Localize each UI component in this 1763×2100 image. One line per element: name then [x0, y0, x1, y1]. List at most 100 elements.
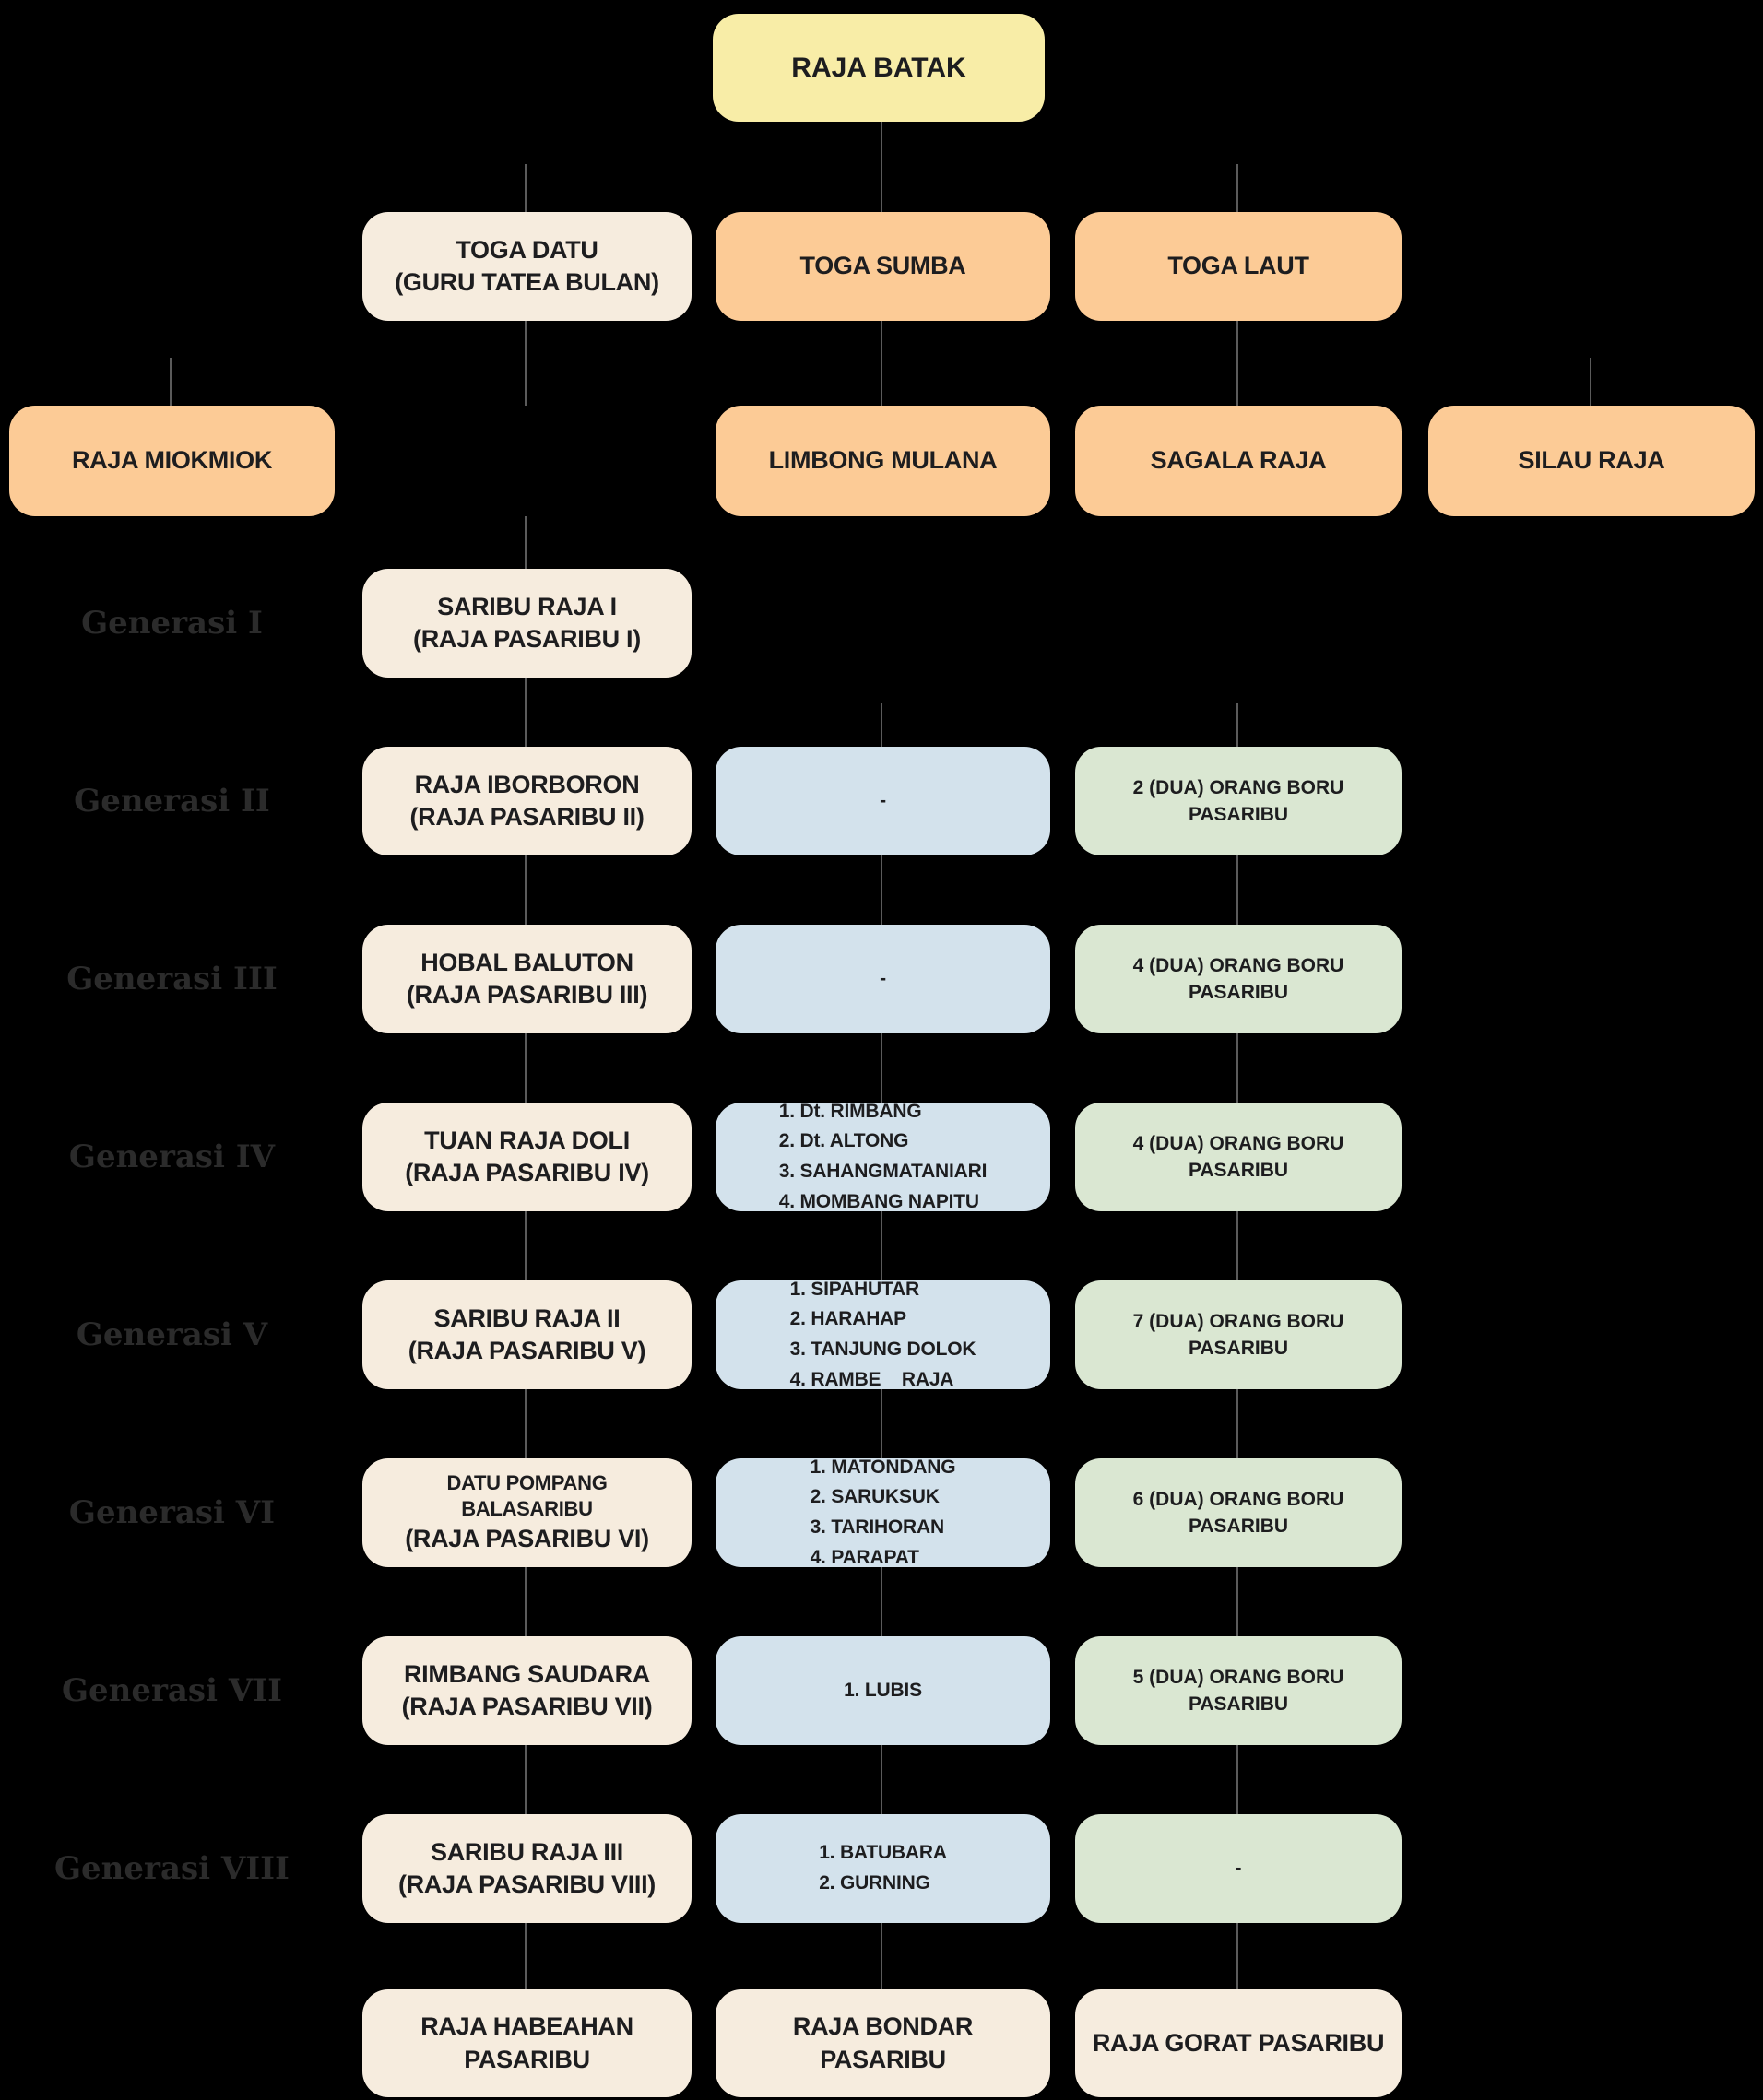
boru-label: 6 (DUA) ORANG BORU PASARIBU: [1132, 1488, 1344, 1537]
ancestor-node-label: DATU POMPANG BALASARIBU (RAJA PASARIBU VI…: [362, 1470, 692, 1555]
node-subtitle: (GURU TATEA BULAN): [395, 268, 659, 296]
connector-line: [525, 1033, 527, 1103]
ancestor-node-label: RIMBANG SAUDARA (RAJA PASARIBU VII): [385, 1658, 669, 1723]
boru-node: 6 (DUA) ORANG BORU PASARIBU: [1075, 1458, 1402, 1567]
connector-line: [1236, 1211, 1238, 1280]
ancestor-node-label: HOBAL BALUTON(RAJA PASARIBU III): [390, 947, 664, 1011]
node-sagala-raja-label: SAGALA RAJA: [1150, 446, 1327, 475]
bottom-node: RAJA HABEAHAN PASARIBU: [347, 1975, 692, 2097]
descendant-item: -: [880, 789, 886, 811]
connector-line: [881, 855, 882, 925]
ancestor-node: RIMBANG SAUDARA (RAJA PASARIBU VII): [347, 1622, 692, 1745]
ancestor-name: SARIBU RAJA II: [433, 1304, 621, 1332]
connector-line: [1236, 1745, 1238, 1814]
ancestor-name: SARIBU RAJA III: [430, 1837, 624, 1866]
descendant-node: -: [716, 925, 1050, 1033]
generation-label: Generasi III: [66, 961, 278, 997]
boru-label: 5 (DUA) ORANG BORU PASARIBU: [1132, 1666, 1344, 1715]
ancestor-node-label: SARIBU RAJA II (RAJA PASARIBU V): [392, 1303, 662, 1367]
descendant-item: 4. PARAPAT: [810, 1546, 919, 1568]
ancestor-alias: (RAJA PASARIBU VI): [405, 1525, 649, 1553]
ancestor-node-label: RAJA IBORBORON (RAJA PASARIBU II): [393, 769, 660, 833]
boru-node: 2 (DUA) ORANG BORU PASARIBU: [1075, 747, 1402, 855]
node-title: TOGA DATU: [456, 235, 598, 264]
connector-line: [525, 321, 527, 406]
ancestor-name: RIMBANG SAUDARA: [403, 1659, 650, 1688]
connector-line: [525, 516, 527, 569]
connector-line: [525, 678, 527, 747]
descendant-node: 1. Dt. RIMBANG 2. Dt. ALTONG 3. SAHANGMATA…: [716, 1101, 1050, 1212]
boru-label: 7 (DUA) ORANG BORU PASARIBU: [1132, 1310, 1344, 1359]
ancestor-alias: (RAJA PASARIBU IV): [405, 1159, 649, 1186]
boru-node: 4 (DUA) ORANG BORU PASARIBU: [1075, 1103, 1402, 1211]
connector-line: [525, 1923, 527, 1989]
ancestor-name: DATU POMPANG BALASARIBU: [446, 1470, 608, 1521]
connector-line: [1236, 1923, 1238, 1989]
boru-label: -: [1235, 1858, 1242, 1880]
ancestor-name: RAJA IBORBORON: [414, 770, 640, 798]
generation-label: Generasi I: [81, 605, 263, 642]
descendant-item: 3. TANJUNG DOLOK: [789, 1339, 976, 1360]
node-raja-batak-label: RAJA BATAK: [791, 53, 966, 83]
boru-node: 4 (DUA) ORANG BORU PASARIBU: [1075, 925, 1402, 1033]
connector-line: [881, 703, 882, 747]
ancestor-node: TUAN RAJA DOLI(RAJA PASARIBU IV): [347, 1088, 692, 1211]
descendant-item: 3. SAHANGMATANIARI: [778, 1161, 988, 1182]
ancestor-node: SARIBU RAJA III(RAJA PASARIBU VIII): [347, 1799, 692, 1923]
connector-line: [525, 1211, 527, 1280]
connector-line: [1236, 1033, 1238, 1103]
descendant-item: -: [880, 967, 886, 989]
descendant-list: -: [880, 786, 886, 817]
node-toga-sumba-label: TOGA SUMBA: [799, 252, 966, 280]
generation-label: Generasi IV: [68, 1138, 276, 1175]
ancestor-alias: (RAJA PASARIBU VII): [401, 1693, 653, 1720]
ancestor-node: DATU POMPANG BALASARIBU (RAJA PASARIBU VI…: [347, 1444, 692, 1567]
descendant-list: 1. LUBIS: [844, 1676, 922, 1706]
bottom-node: RAJA GORAT PASARIBU: [1059, 1975, 1402, 2097]
bottom-node-label: RAJA HABEAHAN PASARIBU: [420, 2012, 633, 2073]
generation-label: Generasi VIII: [54, 1850, 290, 1887]
descendant-item: 2. SARUKSUK: [810, 1486, 940, 1508]
descendant-item: 1. Dt. RIMBANG: [778, 1100, 922, 1122]
ancestor-node: RAJA IBORBORON (RAJA PASARIBU II): [347, 732, 692, 855]
node-toga-datu-label: TOGA DATU (GURU TATEA BULAN): [378, 234, 676, 299]
connector-line: [525, 855, 527, 925]
ancestor-node-label: SARIBU RAJA III(RAJA PASARIBU VIII): [382, 1836, 672, 1901]
descendant-item: 1. SIPAHUTAR: [789, 1278, 920, 1300]
connector-line: [170, 358, 172, 406]
ancestor-node: HOBAL BALUTON(RAJA PASARIBU III): [347, 910, 692, 1033]
connector-line: [1236, 321, 1238, 406]
bottom-node-label: RAJA BONDAR PASARIBU: [792, 2012, 974, 2073]
descendant-node: -: [716, 747, 1050, 855]
connector-line: [881, 122, 882, 212]
ancestor-node-label: TUAN RAJA DOLI(RAJA PASARIBU IV): [388, 1125, 666, 1189]
ancestor-name: SARIBU RAJA I: [437, 592, 617, 620]
node-limbong-mulana: LIMBONG MULANA: [716, 406, 1050, 516]
descendant-item: 4. MOMBANG NAPITU: [778, 1190, 979, 1212]
connector-line: [1236, 855, 1238, 925]
descendant-list: 1. Dt. RIMBANG 2. Dt. ALTONG 3. SAHANGMATA…: [778, 1097, 988, 1217]
ancestor-node: SARIBU RAJA I (RAJA PASARIBU I): [347, 554, 692, 678]
generation-label: Generasi VI: [68, 1494, 276, 1531]
node-sagala-raja: SAGALA RAJA: [1075, 406, 1402, 516]
boru-node: 5 (DUA) ORANG BORU PASARIBU: [1075, 1636, 1402, 1745]
descendant-node: 1. LUBIS: [716, 1636, 1050, 1745]
generation-label: Generasi VII: [61, 1672, 283, 1709]
descendant-item: 2. Dt. ALTONG: [778, 1130, 909, 1152]
connector-line: [1236, 1389, 1238, 1458]
ancestor-alias: (RAJA PASARIBU I): [413, 625, 641, 653]
connector-line: [881, 1389, 882, 1458]
bottom-node-label: RAJA GORAT PASARIBU: [1092, 2028, 1385, 2057]
connector-line: [1236, 703, 1238, 747]
ancestor-alias: (RAJA PASARIBU II): [409, 803, 645, 831]
node-limbong-mulana-label: LIMBONG MULANA: [768, 446, 998, 475]
boru-label: 4 (DUA) ORANG BORU PASARIBU: [1132, 954, 1344, 1003]
descendant-item: 1. MATONDANG: [810, 1456, 956, 1478]
ancestor-alias: (RAJA PASARIBU V): [408, 1337, 646, 1364]
connector-line: [881, 1923, 882, 1989]
connector-line: [525, 1567, 527, 1636]
